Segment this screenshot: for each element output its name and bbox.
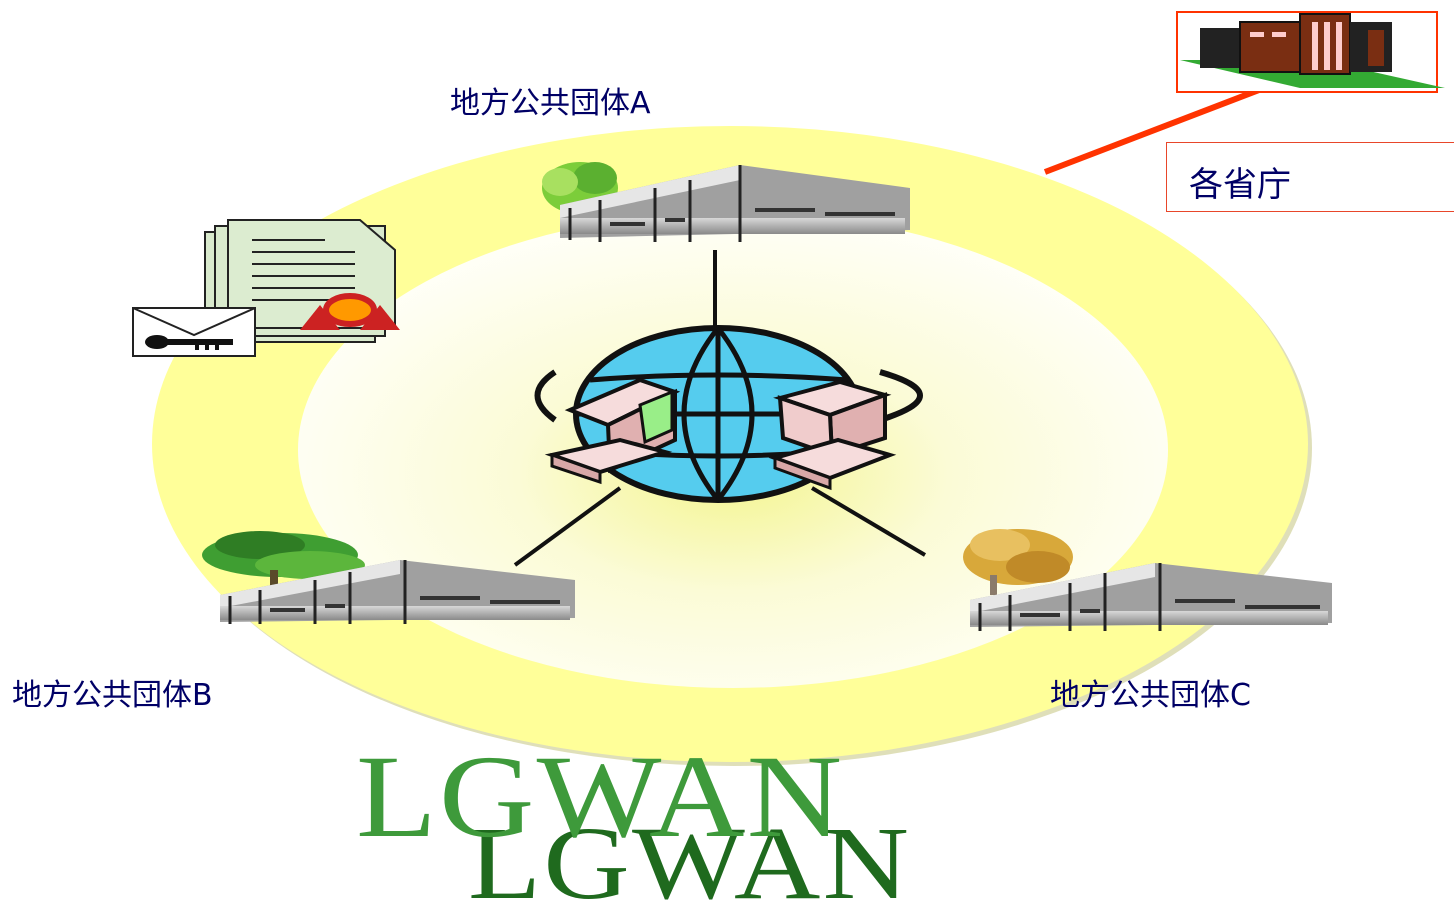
ministry-building-icon <box>1176 11 1445 93</box>
key-icon <box>145 335 233 350</box>
network-links <box>513 250 927 567</box>
lgwan-title-shadow: LGWAN <box>468 806 912 921</box>
ministry-label-box: 各省庁 <box>1166 142 1454 212</box>
office-building-icon <box>542 162 910 242</box>
ministry-link <box>1043 77 1287 175</box>
office-building-icon <box>202 531 575 624</box>
computer-icon <box>768 379 897 491</box>
office-building-icon <box>963 529 1332 631</box>
node-label-a: 地方公共団体A <box>450 86 651 121</box>
lgwan-title: LGWAN <box>356 731 845 862</box>
tree-icon <box>963 529 1073 595</box>
node-label-c: 地方公共団体C <box>1050 678 1251 713</box>
tree-icon <box>202 531 365 595</box>
globe-network-icon <box>534 325 923 503</box>
computer-icon <box>544 377 681 485</box>
ministry-label: 各省庁 <box>1189 165 1291 205</box>
node-label-b: 地方公共団体B <box>12 678 213 713</box>
certificate-key-icon <box>132 219 400 357</box>
tree-icon <box>542 162 618 230</box>
